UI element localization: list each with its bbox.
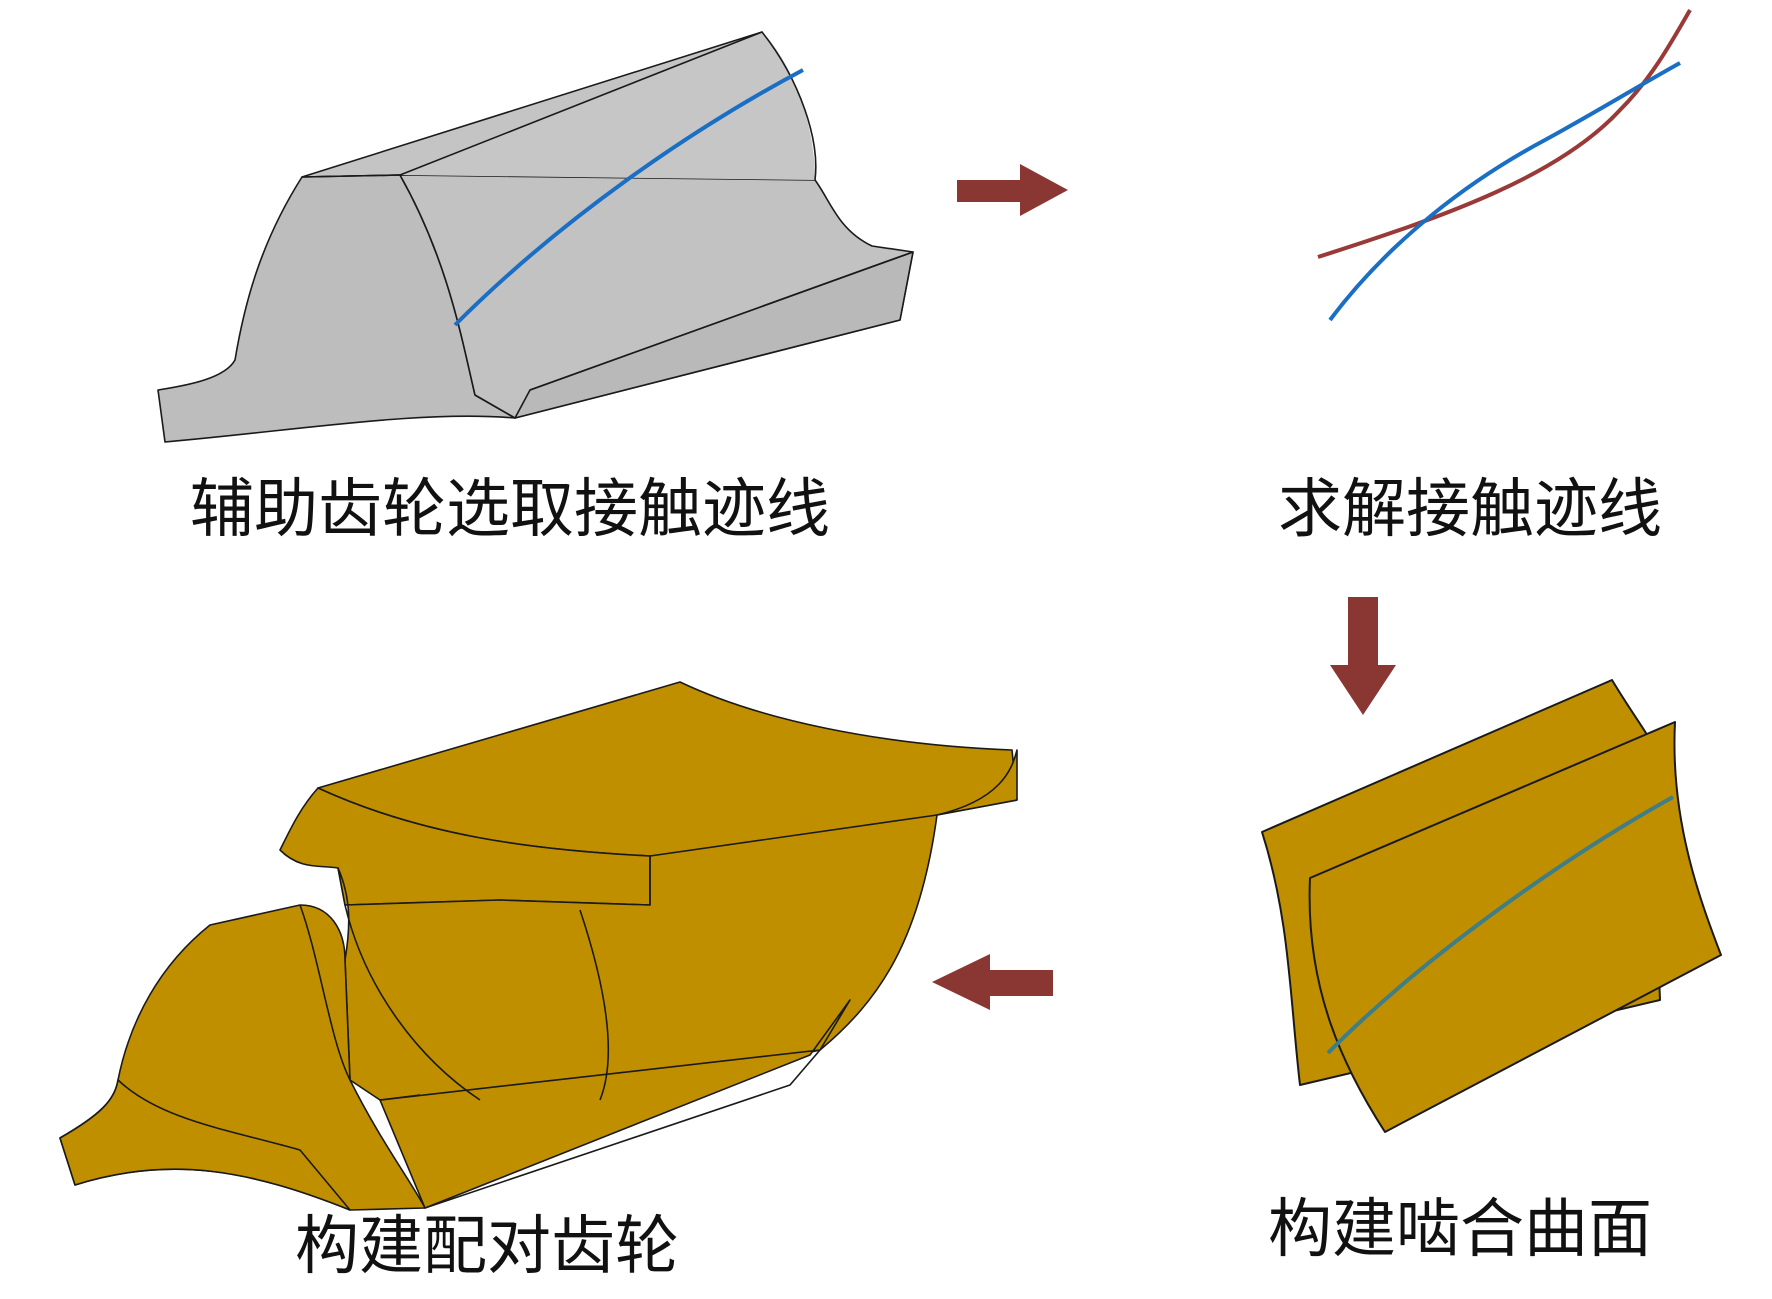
- mating-gear-tooth: [59, 681, 1018, 1211]
- arrow-down-icon: [1330, 597, 1396, 715]
- gray-right-land: [400, 32, 815, 180]
- gray-side-face: [399, 174, 914, 419]
- meshing-surfaces: [1261, 679, 1722, 1133]
- front-surface: [1308, 721, 1722, 1133]
- contact-trace-line-teal: [1326, 795, 1674, 1055]
- auxiliary-gear-tooth: [157, 31, 914, 443]
- step-3-caption: 构建啮合曲面: [1268, 1193, 1652, 1267]
- step-2-caption: 求解接触迹线: [1278, 473, 1662, 547]
- contact-trace-curves: [1317, 9, 1692, 322]
- step-4-caption: 构建配对齿轮: [295, 1210, 679, 1284]
- arrow-right-icon: [957, 164, 1068, 216]
- gold-bottom-slab: [379, 999, 851, 1209]
- gold-left-front: [59, 1079, 351, 1211]
- contact-trace-line-blue: [453, 68, 804, 327]
- blue-trace-curve: [1328, 61, 1681, 322]
- arrow-left-icon: [932, 954, 1053, 1010]
- red-trace-curve: [1317, 9, 1692, 259]
- step-1-caption: 辅助齿轮选取接触迹线: [190, 473, 830, 547]
